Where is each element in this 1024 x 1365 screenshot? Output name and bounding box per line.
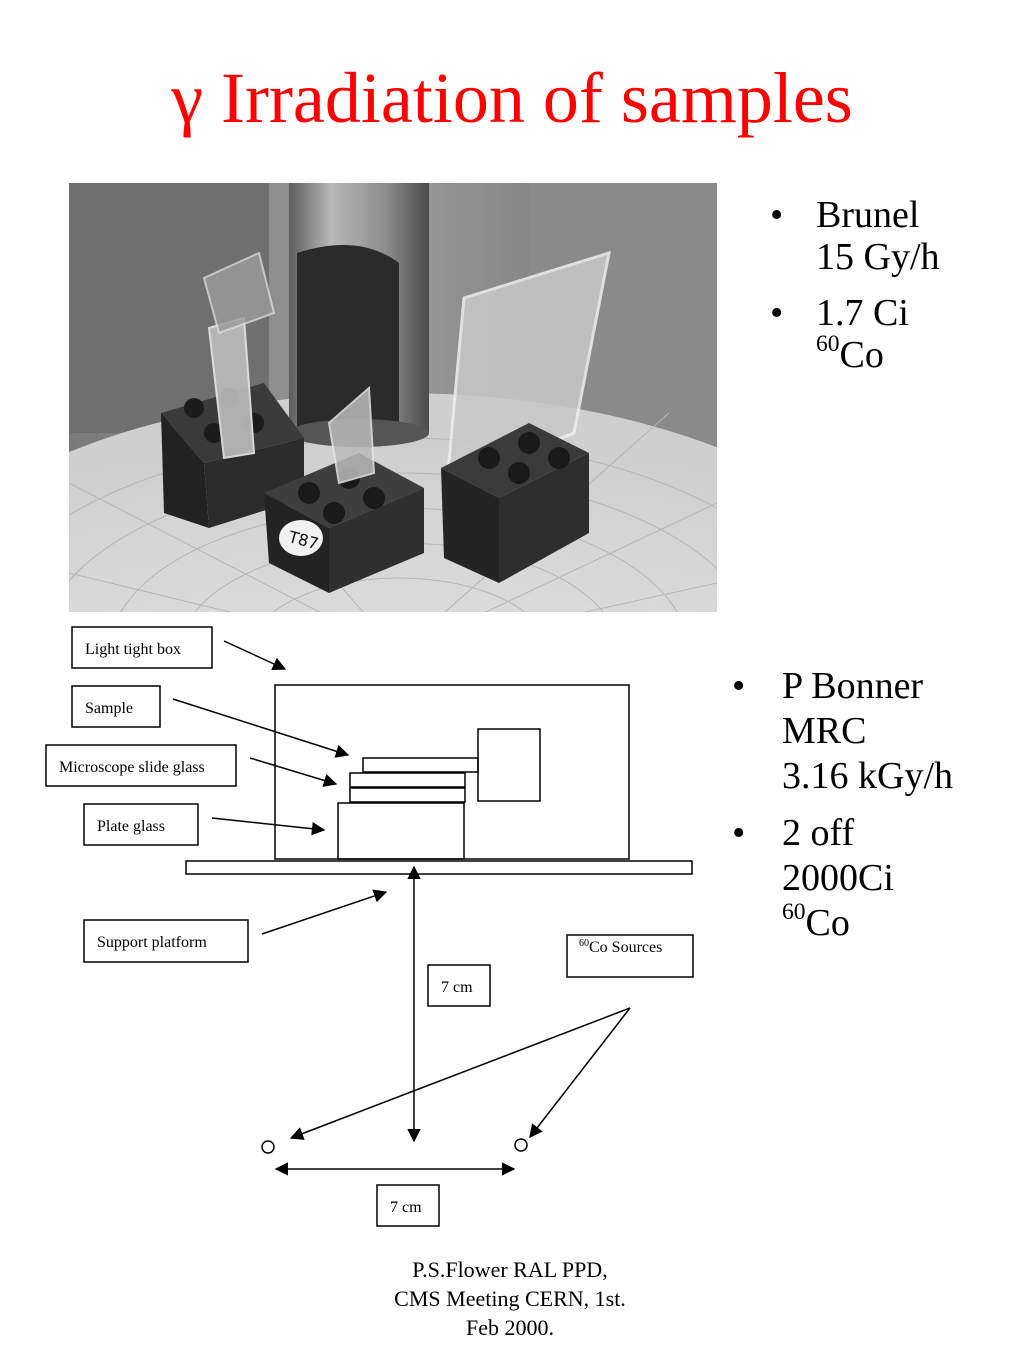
bullet-mrc-source: • 2 off 2000Ci 60Co	[732, 812, 894, 944]
label-box-light-tight	[71, 626, 213, 669]
footer-line-1: P.S.Flower RAL PPD,	[412, 1257, 608, 1282]
microscope-slide-upper	[349, 772, 466, 788]
label-distance-horizontal: 7 cm	[390, 1199, 422, 1216]
label-box-support	[83, 919, 249, 963]
footer-line-2: CMS Meeting CERN, 1st.	[394, 1286, 626, 1311]
label-plate-glass: Plate glass	[97, 818, 165, 835]
slide-title: γ Irradiation of samples	[171, 58, 853, 138]
microscope-slide-lower	[349, 787, 466, 803]
bullet-glyph: •	[732, 812, 746, 854]
co-source-right	[514, 1138, 528, 1152]
irradiation-photo: T87	[69, 183, 717, 612]
label-microscope-slide-glass: Microscope slide glass	[59, 759, 205, 776]
plate-glass-shape	[337, 802, 465, 860]
label-box-plate	[83, 803, 199, 846]
slide-footer: P.S.Flower RAL PPD, CMS Meeting CERN, 1s…	[360, 1255, 660, 1342]
label-box-dist-h	[376, 1184, 440, 1227]
label-light-tight-box: Light tight box	[85, 641, 181, 658]
irradiation-diagram: Light tight box Sample Microscope slide …	[45, 626, 694, 1227]
label-box-sample	[71, 685, 161, 728]
label-co-sources: 60Co Sources	[579, 938, 662, 956]
bullet-glyph: •	[770, 194, 784, 236]
bullet-list-mrc: • P Bonner MRC 3.16 kGy/h • 2 off 2000Ci…	[732, 664, 953, 958]
bullet-brunel: • Brunel 15 Gy/h	[770, 194, 940, 278]
bullet-mrc: • P Bonner MRC 3.16 kGy/h	[732, 665, 953, 797]
label-box-microscope	[45, 744, 237, 787]
source-holder-shape	[477, 728, 541, 802]
label-sample: Sample	[85, 700, 133, 717]
bullet-brunel-source: • 1.7 Ci 60Co	[770, 292, 909, 376]
support-platform-shape	[185, 860, 693, 875]
bullet-glyph: •	[732, 665, 746, 707]
label-box-dist-v	[427, 964, 491, 1007]
label-box-sources	[566, 934, 694, 978]
label-distance-vertical: 7 cm	[441, 979, 473, 996]
sample-shape	[362, 757, 479, 773]
co-source-left	[261, 1140, 275, 1154]
label-support-platform: Support platform	[97, 934, 207, 951]
bullet-glyph: •	[770, 292, 784, 334]
bullet-list-brunel: • Brunel 15 Gy/h • 1.7 Ci 60Co	[770, 194, 940, 390]
footer-line-3: Feb 2000.	[466, 1315, 554, 1340]
